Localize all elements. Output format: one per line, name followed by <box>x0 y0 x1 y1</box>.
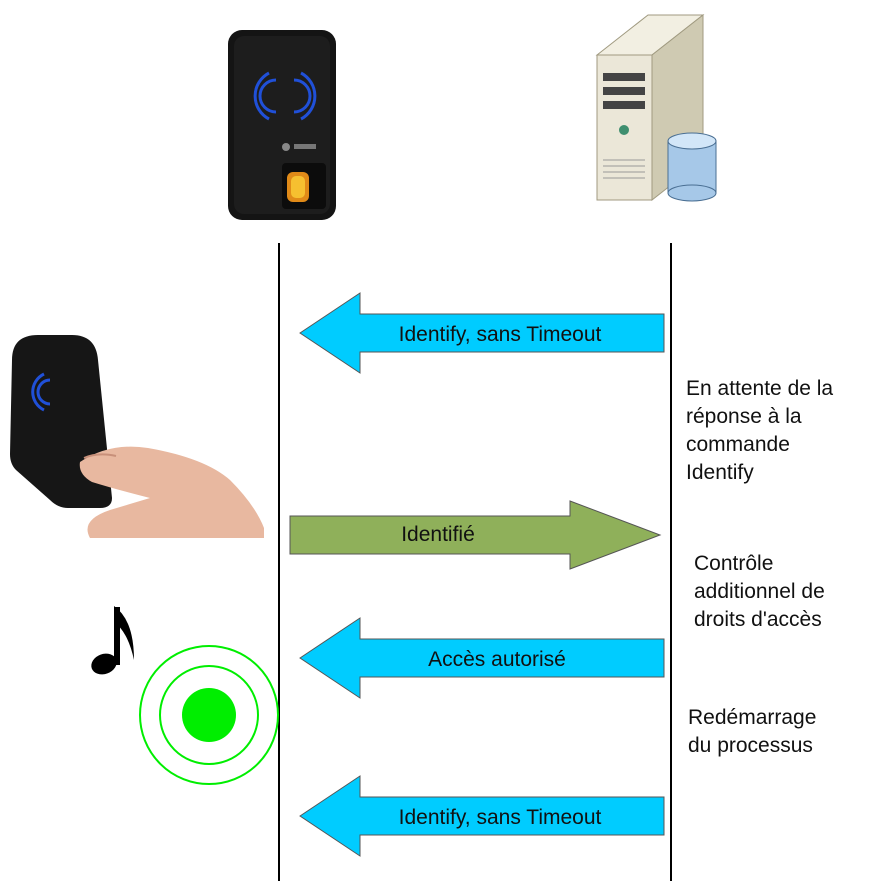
note-line: du processus <box>688 734 813 757</box>
message-arrow: Accès autorisé <box>299 617 665 699</box>
message-arrow: Identify, sans Timeout <box>299 292 665 374</box>
message-arrow: Identify, sans Timeout <box>299 775 665 857</box>
fingerprint-reader-icon <box>228 30 336 220</box>
server-note: En attente de la réponse à la commande I… <box>686 375 833 487</box>
note-line: En attente de la <box>686 377 834 400</box>
note-line: Identify <box>686 461 754 484</box>
music-note-icon <box>91 606 134 675</box>
server-note: Contrôle additionnel de droits d'accès <box>694 550 825 634</box>
message-arrow: Identifié <box>289 500 662 570</box>
note-line: réponse à la <box>686 405 802 428</box>
note-line: additionnel de <box>694 580 825 603</box>
note-line: droits d'accès <box>694 608 822 631</box>
message-label: Accès autorisé <box>428 648 566 671</box>
message-label: Identifié <box>401 523 475 546</box>
server-database-icon <box>595 13 717 202</box>
message-label: Identify, sans Timeout <box>399 806 602 829</box>
note-line: Redémarrage <box>688 706 817 729</box>
note-line: Contrôle <box>694 552 774 575</box>
server-note: Redémarrage du processus <box>688 704 816 760</box>
green-led-icon <box>139 645 279 785</box>
note-line: commande <box>686 433 790 456</box>
finger-on-reader-icon <box>10 335 264 538</box>
message-label: Identify, sans Timeout <box>399 323 602 346</box>
